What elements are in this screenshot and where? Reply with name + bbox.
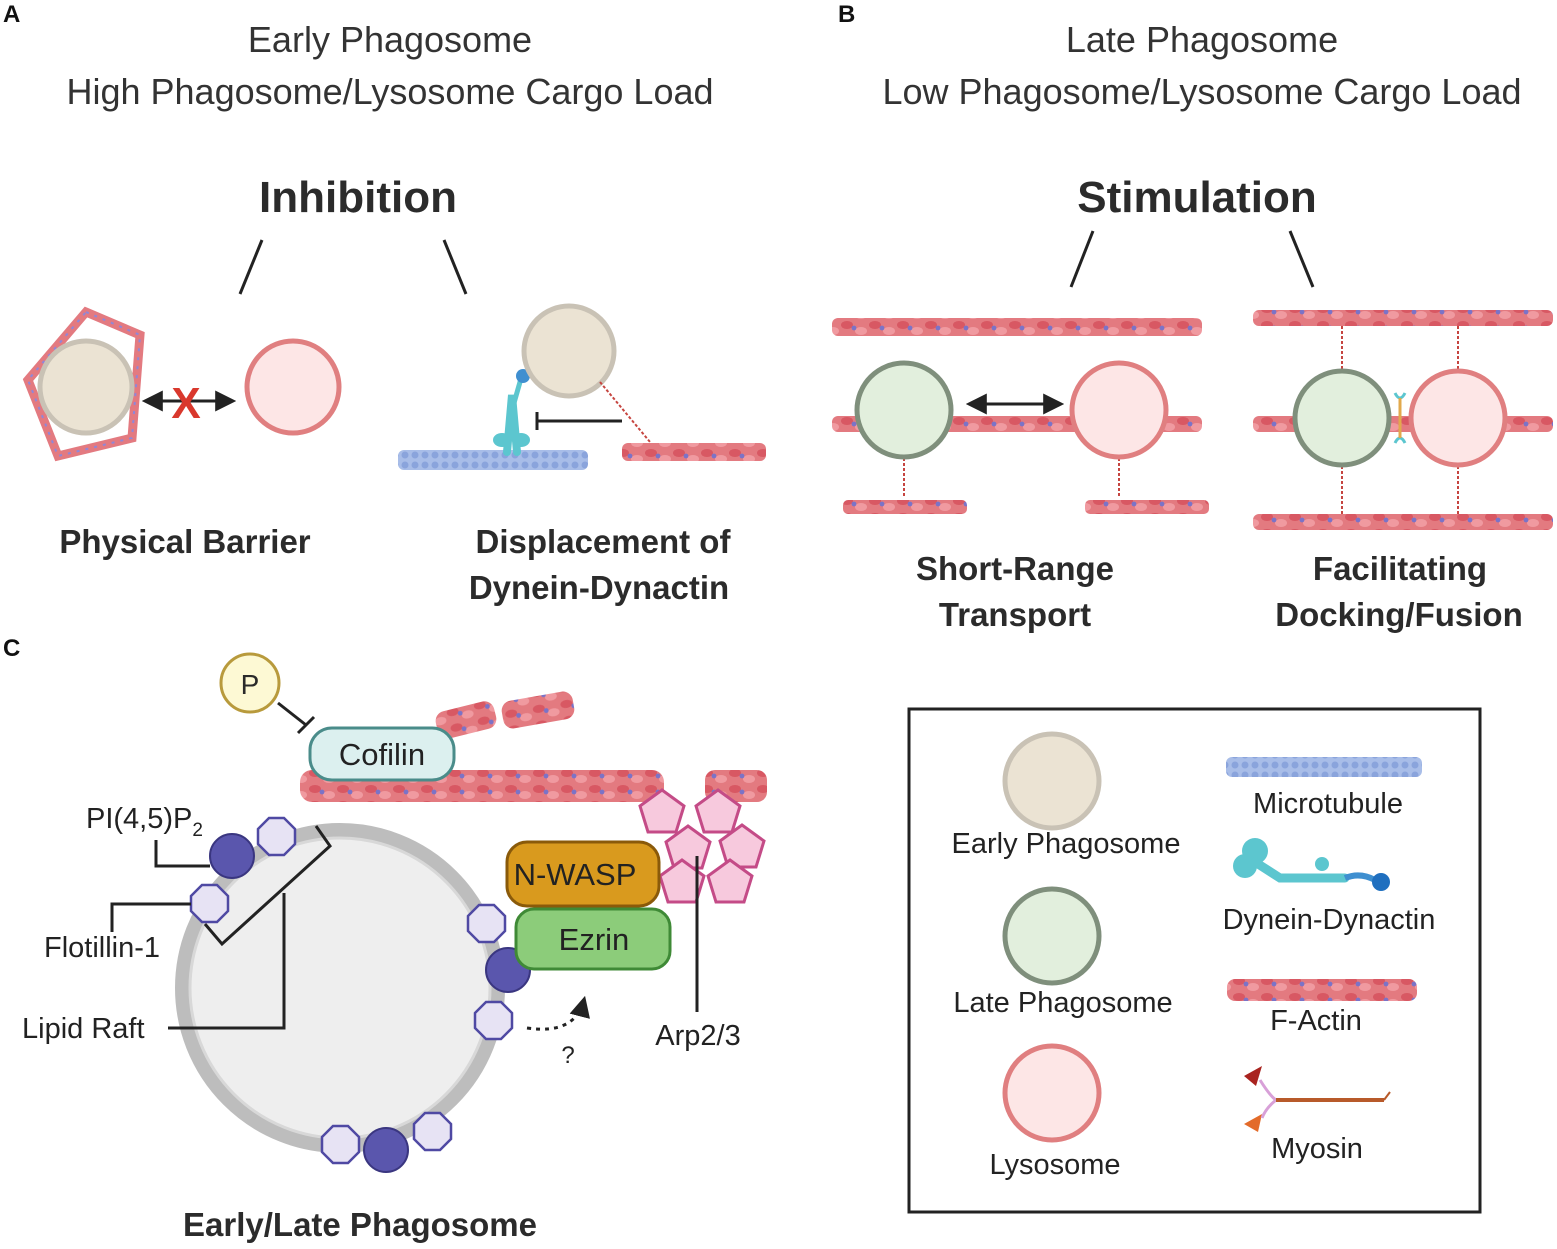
lysosome-icon xyxy=(244,338,342,436)
flotillin-label: Flotillin-1 xyxy=(44,932,160,964)
legend-microtubule-label: Microtubule xyxy=(1253,788,1403,820)
myosin-icon xyxy=(599,381,651,443)
legend-lysosome-swatch xyxy=(1002,1043,1102,1143)
flotillin-icon xyxy=(466,903,507,944)
flotillin-icon xyxy=(320,1124,361,1165)
legend-myosin-label: Myosin xyxy=(1271,1133,1363,1165)
late-phagosome-icon xyxy=(1292,368,1392,468)
displacement-caption-line2: Dynein-Dynactin xyxy=(469,569,729,606)
unknown-mark: ? xyxy=(561,1042,574,1069)
legend-early-phagosome-swatch xyxy=(1002,731,1102,831)
legend-frame xyxy=(907,707,1482,1214)
legend-late-phagosome-swatch xyxy=(1002,886,1102,986)
f-actin-fragment xyxy=(501,691,575,729)
panel-a-title-line2: High Phagosome/Lysosome Cargo Load xyxy=(66,71,713,112)
early-phagosome-icon xyxy=(521,303,617,399)
pip2-leader xyxy=(154,840,210,868)
ezrin-box xyxy=(514,907,672,971)
f-actin-icon xyxy=(1253,310,1553,326)
docking-caption-line1: Facilitating xyxy=(1313,550,1487,587)
legend-dynein-dynactin-label: Dynein-Dynactin xyxy=(1223,904,1436,936)
early-phagosome-icon xyxy=(37,338,135,436)
panel-b-letter: B xyxy=(838,1,855,28)
legend-f-actin-swatch xyxy=(1227,979,1417,1001)
physical-barrier-caption: Physical Barrier xyxy=(59,523,310,560)
panel-b-title-line2: Low Phagosome/Lysosome Cargo Load xyxy=(882,71,1521,112)
phosphate-label: P xyxy=(241,669,260,700)
pip2-icon xyxy=(209,833,255,879)
panel-a-letter: A xyxy=(3,1,20,28)
panel-b: B Late Phagosome Low Phagosome/Lysosome … xyxy=(832,1,1553,633)
nwasp-box xyxy=(505,840,661,908)
late-phagosome-icon xyxy=(854,360,954,460)
lysosome-icon xyxy=(1069,360,1169,460)
pip2-label: PI(4,5)P2 xyxy=(86,803,203,841)
stimulation-heading: Stimulation xyxy=(1077,173,1317,222)
stimulation-branch-left xyxy=(1069,230,1095,288)
lysosome-icon xyxy=(1408,368,1508,468)
legend-lysosome-label: Lysosome xyxy=(989,1149,1120,1181)
f-actin-icon xyxy=(843,500,967,514)
microtubule-icon xyxy=(398,450,588,470)
panel-c-letter: C xyxy=(3,635,20,662)
inhibition-line xyxy=(277,701,307,727)
nwasp-label: N-WASP xyxy=(514,857,637,892)
stimulation-branch-right xyxy=(1288,230,1315,288)
lipid-raft-marker xyxy=(203,825,332,947)
flotillin-icon xyxy=(412,1111,453,1152)
short-range-caption-line1: Short-Range xyxy=(916,550,1114,587)
blocked-x-mark: X xyxy=(171,379,200,428)
lipid-raft-leader xyxy=(168,893,286,1030)
short-range-caption-line2: Transport xyxy=(939,596,1091,633)
phosphate-icon xyxy=(219,652,281,714)
displacement-caption-line1: Displacement of xyxy=(476,523,732,560)
docking-caption-line2: Docking/Fusion xyxy=(1275,596,1523,633)
legend-microtubule-swatch xyxy=(1226,757,1422,777)
cofilin-box xyxy=(308,726,456,782)
f-actin-fragment xyxy=(435,701,497,739)
f-actin-icon xyxy=(832,318,1202,336)
panel-c: C P Cofilin PI(4,5)P2 Flotillin-1 xyxy=(3,635,767,1243)
dynein-dynactin-icon xyxy=(493,369,530,456)
panel-a: A Early Phagosome High Phagosome/Lysosom… xyxy=(3,1,766,606)
legend: Early Phagosome Late Phagosome Lysosome … xyxy=(907,707,1482,1214)
panel-b-title-line1: Late Phagosome xyxy=(1066,19,1338,60)
inhibition-branch-right xyxy=(442,239,468,295)
legend-f-actin-label: F-Actin xyxy=(1270,1005,1362,1037)
legend-myosin-swatch xyxy=(1244,1066,1391,1132)
f-actin-icon xyxy=(1253,514,1553,530)
lipid-raft-label: Lipid Raft xyxy=(22,1013,145,1045)
actin-cage-icon xyxy=(22,306,145,462)
f-actin-icon xyxy=(1085,500,1209,514)
inhibition-heading: Inhibition xyxy=(259,173,457,222)
cofilin-label: Cofilin xyxy=(339,737,425,772)
inhibition-bar xyxy=(296,715,316,735)
flotillin-icon xyxy=(189,883,230,924)
inhibition-branch-left xyxy=(238,239,264,295)
flotillin-icon xyxy=(256,816,297,857)
f-actin-icon xyxy=(622,443,766,461)
flotillin-leader xyxy=(110,902,191,932)
arp23-complex-icon xyxy=(638,788,766,904)
legend-late-phagosome-label: Late Phagosome xyxy=(953,987,1172,1019)
docking-tether-icon xyxy=(1393,392,1407,444)
panel-a-title-line1: Early Phagosome xyxy=(248,19,532,60)
arp23-label: Arp2/3 xyxy=(655,1020,740,1052)
ezrin-label: Ezrin xyxy=(559,922,630,957)
flotillin-icon xyxy=(473,1000,514,1041)
legend-dynein-dynactin-swatch xyxy=(1233,838,1390,891)
legend-early-phagosome-label: Early Phagosome xyxy=(952,828,1181,860)
panel-c-caption: Early/Late Phagosome xyxy=(183,1206,537,1243)
unknown-activation-arrow xyxy=(526,995,590,1031)
pip2-icon xyxy=(363,1127,409,1173)
